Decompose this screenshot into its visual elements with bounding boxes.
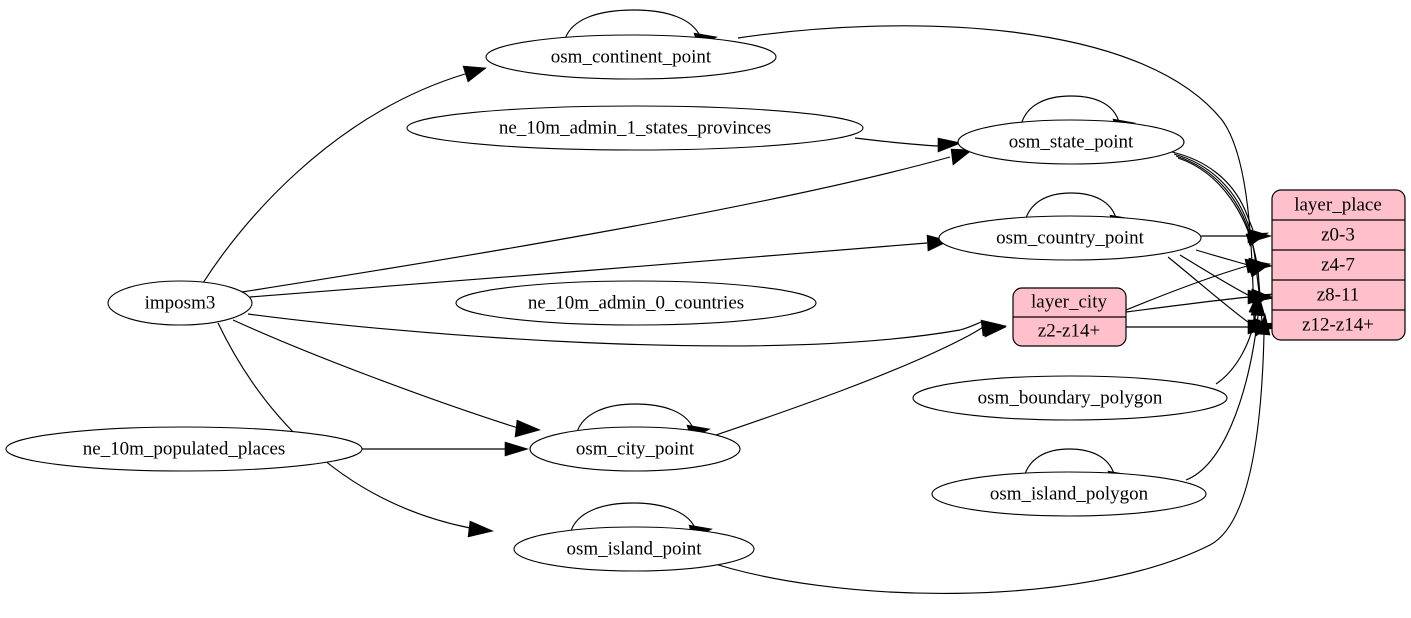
edge-osm_continent_point-self-loop: [564, 9, 701, 40]
node-label: ne_10m_admin_0_countries: [528, 292, 744, 313]
arrowhead: [514, 419, 541, 438]
node-label: imposm3: [145, 292, 216, 313]
node-label: osm_continent_point: [551, 46, 712, 67]
node-shape[interactable]: [931, 471, 1207, 517]
node-label: osm_island_point: [566, 538, 702, 559]
node-shape[interactable]: [529, 426, 741, 472]
edge-osm_boundary_polygon-to-layer_place-z8-11: [1215, 311, 1257, 385]
node-shape[interactable]: [406, 105, 864, 151]
arrowhead: [1257, 312, 1271, 336]
layer_city-header: layer_city: [1031, 291, 1107, 312]
arrowhead: [982, 320, 1007, 338]
arrowhead: [467, 520, 494, 538]
node-osm_island_polygon[interactable]: osm_island_polygon: [931, 471, 1207, 517]
layer_place-row-z4-7[interactable]: z4-7: [1321, 254, 1355, 275]
edge-osm_island_polygon-to-layer_place-z8-11: [1185, 315, 1259, 481]
edge-layer_city-to-layer_place-z4-7: [1125, 265, 1248, 311]
node-osm_boundary_polygon[interactable]: osm_boundary_polygon: [912, 375, 1228, 421]
edge-osm_island_polygon-self-loop: [1023, 448, 1115, 478]
record-node-layer: layer_place z0-3 z4-7 z8-11 z12-z14+ lay…: [1012, 189, 1406, 347]
edge-layer_city-to-layer_place-z8-11: [1125, 296, 1250, 313]
layer_place-header: layer_place: [1294, 194, 1382, 215]
edge-osm_country_point-self-loop: [1024, 192, 1117, 222]
edge-imposm3-to-layer_city-tail: [959, 321, 982, 331]
edge-osm_state_point-to-layer_place-z4-7: [1173, 153, 1257, 263]
layer_place-box[interactable]: [1271, 189, 1406, 341]
node-layer: imposm3 ne_10m_populated_places osm_cont…: [5, 34, 1228, 572]
node-shape[interactable]: [957, 119, 1185, 165]
node-shape[interactable]: [455, 280, 817, 326]
edge-osm_country_point-to-layer_place-z8-11: [1179, 254, 1251, 297]
node-label: ne_10m_populated_places: [83, 438, 286, 459]
layer_place-row-z8-11[interactable]: z8-11: [1317, 284, 1360, 305]
node-label: ne_10m_admin_1_states_provinces: [499, 117, 771, 138]
arrowhead: [926, 234, 950, 252]
edge-imposm3-to-osm_island_point: [217, 322, 471, 529]
edge-osm_city_point-to-layer_city: [709, 335, 969, 438]
node-osm_island_point[interactable]: osm_island_point: [513, 526, 755, 572]
node-shape[interactable]: [938, 215, 1202, 261]
node-shape[interactable]: [513, 526, 755, 572]
node-osm_state_point[interactable]: osm_state_point: [957, 119, 1185, 165]
edge-osm_city_point-to-layer_city-tail: [967, 325, 986, 337]
node-label: osm_island_polygon: [990, 483, 1149, 504]
node-label: osm_state_point: [1009, 131, 1134, 152]
arrowhead: [950, 148, 973, 166]
edge-ne_10m_admin_1_states_provinces-to-osm_state_point: [854, 137, 939, 147]
layer_city-row-z2-z14[interactable]: z2-z14+: [1038, 320, 1100, 341]
edge-osm_island_point-self-loop: [570, 502, 696, 532]
arrowhead: [1250, 294, 1266, 317]
layer_place-row-z0-3[interactable]: z0-3: [1321, 224, 1355, 245]
layer_place-row-z12-z14[interactable]: z12-z14+: [1302, 314, 1374, 335]
arrowhead: [462, 65, 487, 83]
edge-osm_country_point-to-layer_place-z12-z14: [1167, 256, 1253, 326]
edge-imposm3-to-layer_city: [247, 313, 961, 347]
node-ne_10m_admin_0_countries[interactable]: ne_10m_admin_0_countries: [455, 280, 817, 326]
edge-osm_state_point-to-layer_place-z0-3: [1171, 151, 1254, 231]
arrowhead: [1244, 258, 1272, 274]
edge-osm_city_point-self-loop: [576, 403, 694, 433]
arrowhead: [937, 137, 963, 153]
record-node-layer_city[interactable]: layer_city z2-z14+: [1012, 287, 1127, 347]
node-osm_continent_point[interactable]: osm_continent_point: [485, 34, 777, 80]
node-shape[interactable]: [485, 34, 777, 80]
edge-imposm3-to-osm_country_point: [249, 242, 928, 298]
node-osm_city_point[interactable]: osm_city_point: [529, 426, 741, 472]
node-label: osm_boundary_polygon: [978, 387, 1163, 408]
node-imposm3[interactable]: imposm3: [107, 280, 253, 326]
edge-osm_state_point-self-loop: [1020, 95, 1120, 126]
node-ne_10m_populated_places[interactable]: ne_10m_populated_places: [5, 426, 363, 472]
edge-imposm3-to-osm_state_point: [241, 156, 951, 293]
node-shape[interactable]: [912, 375, 1228, 421]
arrowhead: [1247, 228, 1273, 244]
edge-osm_state_point-to-layer_place-z8-11: [1175, 155, 1260, 293]
arrowhead: [504, 441, 530, 457]
node-shape[interactable]: [5, 426, 363, 472]
edge-layer: [202, 9, 1278, 594]
edge-osm_continent_point-to-layer_place-z12: [737, 25, 1255, 321]
edge-imposm3-to-osm_continent_point: [202, 73, 466, 284]
record-node-layer_place[interactable]: layer_place z0-3 z4-7 z8-11 z12-z14+: [1271, 189, 1406, 341]
edge-imposm3-to-osm_city_point: [232, 319, 519, 429]
node-shape[interactable]: [107, 280, 253, 326]
node-label: osm_city_point: [576, 438, 695, 459]
edge-osm_island_point-to-layer_place-z12-z14: [702, 333, 1265, 594]
node-label: osm_country_point: [996, 227, 1144, 248]
node-ne_10m_admin_1_states_provinces[interactable]: ne_10m_admin_1_states_provinces: [406, 105, 864, 151]
edge-osm_country_point-to-layer_place-z4-7: [1195, 249, 1249, 266]
node-osm_country_point[interactable]: osm_country_point: [938, 215, 1202, 261]
